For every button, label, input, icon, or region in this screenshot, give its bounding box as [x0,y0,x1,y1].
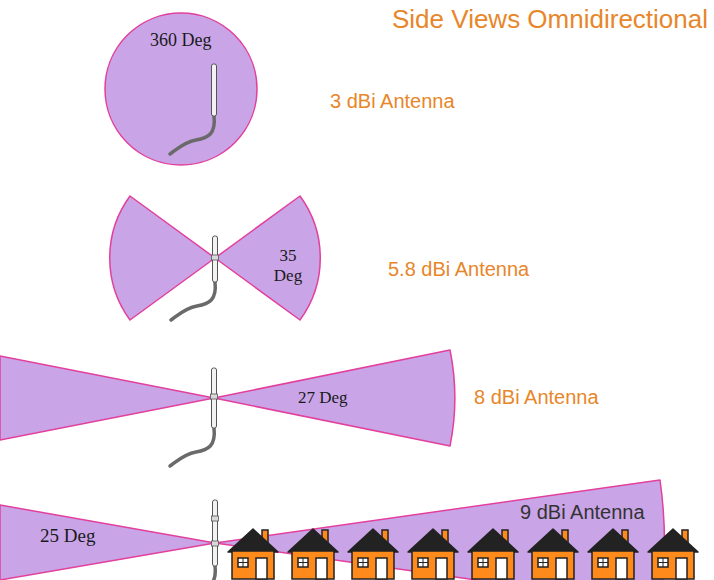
angle-label: 35 Deg [270,246,306,285]
house-icon [528,529,578,579]
radiation-lobe: 25 Deg 9 dBi Antenna [0,470,670,580]
angle-label: 9 dBi Antenna [520,501,645,524]
diagram-title: Side Views Omnidirectional [392,4,708,35]
house-icon [588,529,638,579]
antenna-symbol [170,64,217,154]
house-icon [408,529,458,579]
house-icon [648,529,698,579]
house-icon [348,529,398,579]
lobe-outline [0,470,670,580]
house-icon [468,529,518,579]
radiation-lobe: 360 Deg [100,8,262,170]
angle-label: 360 Deg [150,30,212,51]
lobe-outline [0,340,460,455]
angle-label: 27 Deg [298,388,348,408]
antenna-symbol [171,236,219,320]
house-icon [288,529,338,579]
antenna-label: 3 dBi Antenna [330,90,455,113]
radiation-lobe: 35 Deg [100,185,325,330]
antenna-label: 5.8 dBi Antenna [388,258,529,281]
antenna-symbol [171,500,219,580]
radiation-lobe: 27 Deg [0,340,460,455]
antenna-symbol [170,368,218,466]
antenna-label: 8 dBi Antenna [474,386,599,409]
house-icon [228,529,278,579]
angle-label: 25 Deg [40,525,95,547]
